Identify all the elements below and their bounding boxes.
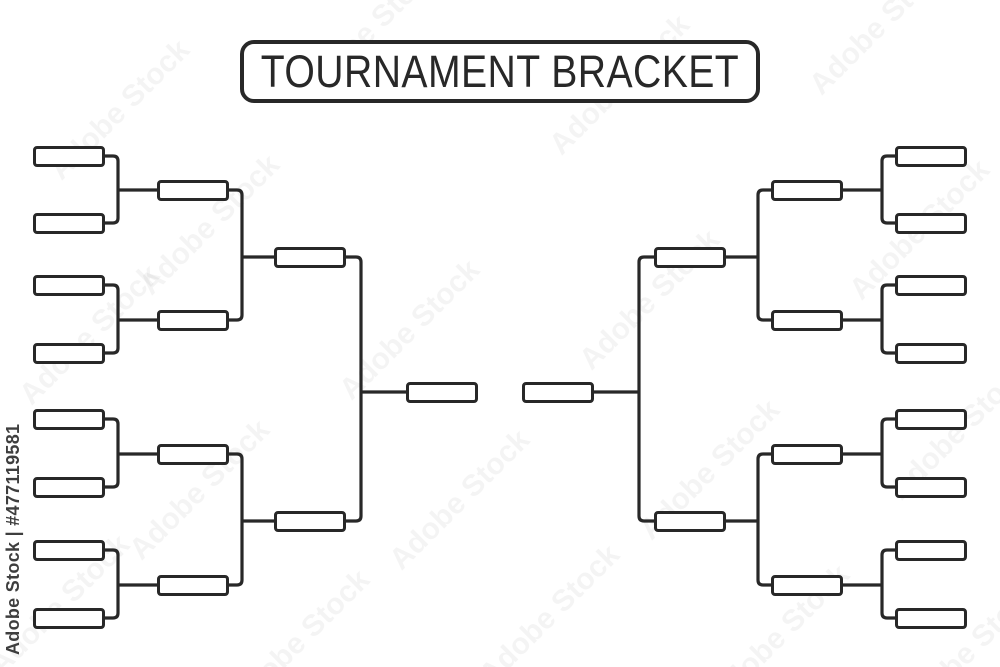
slot-left-final-1	[406, 381, 478, 403]
slot-right-quarterfinal-3	[771, 443, 843, 465]
slot-right-round-of-16-1	[895, 145, 967, 167]
slot-left-quarterfinal-3	[157, 443, 229, 465]
connector-path	[105, 154, 406, 620]
title-banner: TOURNAMENT BRACKET	[240, 40, 760, 103]
slot-left-round-of-16-3	[33, 274, 105, 296]
slot-left-round-of-16-4	[33, 342, 105, 364]
slot-left-semifinal-2	[274, 510, 346, 532]
bracket-connectors-left	[105, 154, 406, 620]
connector-path	[594, 154, 895, 620]
slot-right-round-of-16-4	[895, 342, 967, 364]
slot-right-round-of-16-8	[895, 607, 967, 629]
slot-left-semifinal-1	[274, 246, 346, 268]
slot-right-quarterfinal-1	[771, 179, 843, 201]
slot-right-round-of-16-5	[895, 408, 967, 430]
slot-left-round-of-16-6	[33, 476, 105, 498]
slot-left-round-of-16-1	[33, 145, 105, 167]
title-text: TOURNAMENT BRACKET	[260, 46, 740, 97]
slot-left-quarterfinal-4	[157, 574, 229, 596]
slot-left-round-of-16-8	[33, 607, 105, 629]
bracket-connectors-right	[594, 154, 895, 620]
slot-left-round-of-16-7	[33, 539, 105, 561]
slot-left-quarterfinal-1	[157, 179, 229, 201]
slot-right-semifinal-2	[654, 510, 726, 532]
slot-right-final-1	[522, 381, 594, 403]
slot-right-round-of-16-6	[895, 476, 967, 498]
slot-right-quarterfinal-2	[771, 309, 843, 331]
slot-left-round-of-16-5	[33, 408, 105, 430]
slot-left-quarterfinal-2	[157, 309, 229, 331]
slot-left-round-of-16-2	[33, 212, 105, 234]
slot-right-semifinal-1	[654, 246, 726, 268]
slot-right-round-of-16-3	[895, 274, 967, 296]
slot-right-round-of-16-7	[895, 539, 967, 561]
slot-right-quarterfinal-4	[771, 574, 843, 596]
slot-right-round-of-16-2	[895, 212, 967, 234]
